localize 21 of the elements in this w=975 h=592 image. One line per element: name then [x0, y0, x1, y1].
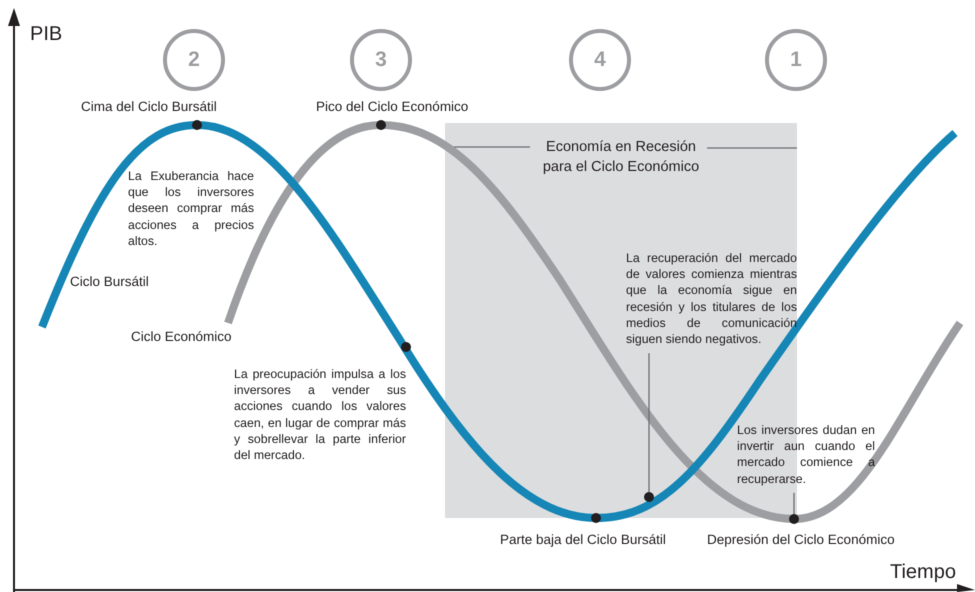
annotation-text: La preocupación impulsa a los inversores a vender sus acciones cuando los valores caen, en lugar de comprar más y sobrellevar la parte inferior del mercado.: [234, 366, 406, 464]
chart-label: Ciclo Económico: [131, 329, 232, 346]
chart-label: Ciclo Bursátil: [70, 274, 149, 290]
chart-label: Depresión del Ciclo Económico: [707, 532, 895, 548]
chart-label: Pico del Ciclo Económico: [316, 99, 468, 116]
phase-number-circle: 4: [569, 29, 631, 91]
leader-line: [648, 353, 650, 492]
phase-number-circle: 2: [163, 29, 225, 91]
curve-point-dot: [789, 514, 799, 524]
axis-label: Tiempo: [890, 560, 956, 584]
chart-label: Cima del Ciclo Bursátil: [81, 99, 217, 116]
annotation-text: Los inversores dudan en invertir aun cuando el mercado comience a recuperarse.: [737, 422, 875, 487]
axis-label: PIB: [30, 22, 62, 46]
phase-number-circle: 1: [765, 29, 827, 91]
chart-label: Parte baja del Ciclo Bursátil: [500, 532, 666, 548]
curve-point-dot: [644, 492, 654, 502]
annotation-text: La recuperación del mercado de valores comienza mientras que la economía sigue en recesión y los titulares de los medios de comunicación siguen siendo negativos.: [626, 250, 797, 348]
band-heading: Economía en Recesión para el Ciclo Económico: [542, 138, 700, 177]
phase-number-circle: 3: [350, 29, 412, 91]
leader-line: [793, 492, 795, 514]
annotation-text: La Exuberancia hace que los inversores deseen comprar más acciones a precios altos.: [128, 168, 254, 250]
